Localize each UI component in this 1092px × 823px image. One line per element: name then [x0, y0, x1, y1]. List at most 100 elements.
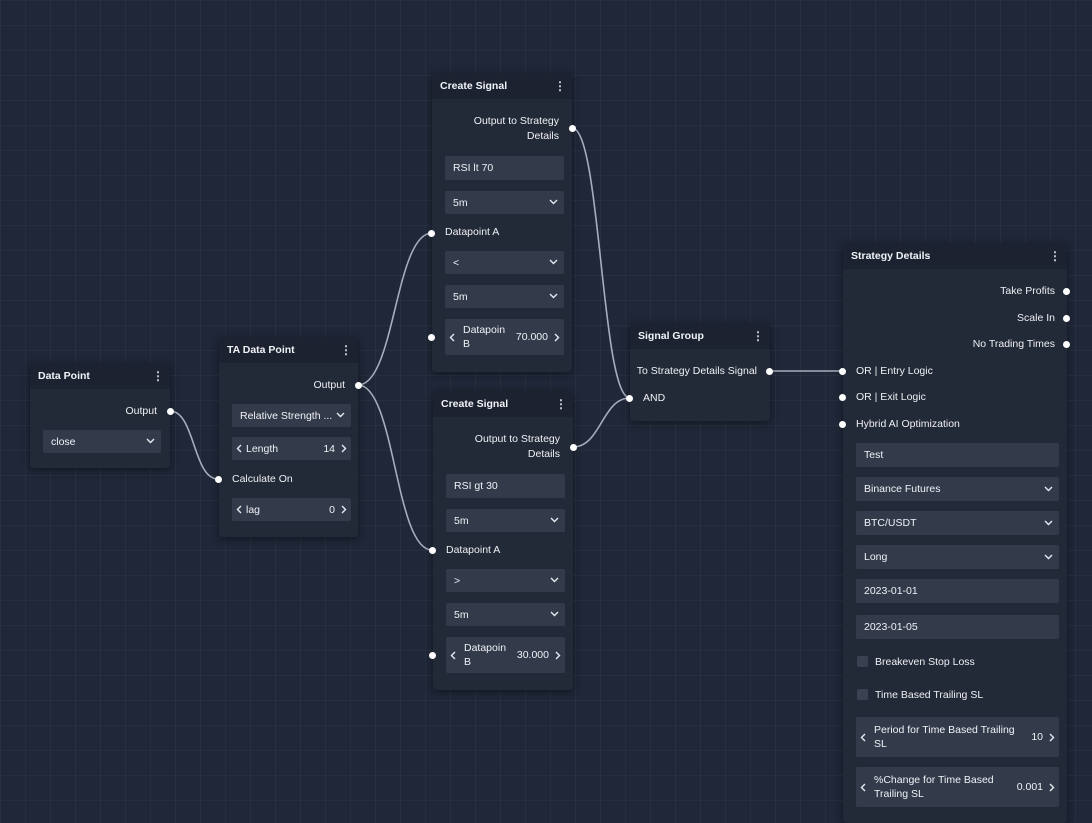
signal2-datapoint-a-port[interactable] [429, 547, 436, 554]
strategy-name-input[interactable]: Test [856, 443, 1059, 467]
datapoint-b-stepper[interactable]: Datapoin B 70.000 [445, 319, 564, 355]
change-label-line1: %Change for Time Based [874, 774, 994, 786]
output-label: Output to Strategy Details [474, 114, 559, 144]
chevron-right-icon[interactable] [551, 651, 565, 660]
signal1-datapoint-b-port[interactable] [428, 334, 435, 341]
period-stepper[interactable]: Period for Time Based Trailing SL 10 [856, 717, 1059, 757]
signal2-output-port[interactable] [570, 444, 577, 451]
wire-ta-to-signal1 [357, 232, 433, 386]
timeframe-b-value: 5m [453, 290, 468, 303]
create-signal-header[interactable]: Create Signal ⋮ [432, 73, 572, 99]
chevron-right-icon[interactable] [337, 505, 351, 514]
hybrid-ai-port[interactable] [839, 421, 846, 428]
signal2-datapoint-b-port[interactable] [429, 652, 436, 659]
change-stepper[interactable]: %Change for Time Based Trailing SL 0.001 [856, 767, 1059, 807]
wire-datapoint-to-ta [169, 410, 219, 480]
length-value[interactable]: 14 [323, 442, 335, 455]
data-point-header[interactable]: Data Point ⋮ [30, 363, 170, 389]
length-stepper[interactable]: Length 14 [232, 437, 351, 460]
signal-group-node[interactable]: Signal Group ⋮ To Strategy Details Signa… [630, 323, 770, 421]
chevron-left-icon[interactable] [446, 651, 460, 660]
source-select[interactable]: close [43, 430, 161, 453]
chevron-left-icon[interactable] [445, 333, 459, 342]
length-label: Length [246, 442, 279, 455]
take-profits-port[interactable] [1063, 288, 1070, 295]
chevron-right-icon[interactable] [337, 444, 351, 453]
lag-label: lag [246, 503, 261, 516]
signal1-datapoint-a-port[interactable] [428, 230, 435, 237]
no-trading-times-port[interactable] [1063, 341, 1070, 348]
datapoint-b-stepper[interactable]: Datapoin B 30.000 [446, 637, 565, 673]
kebab-menu-icon[interactable]: ⋮ [555, 397, 567, 411]
chevron-down-icon [550, 577, 559, 584]
lag-value[interactable]: 0 [329, 503, 335, 516]
start-date-input[interactable]: 2023-01-01 [856, 579, 1059, 603]
timeframe-select[interactable]: 5m [446, 509, 565, 532]
signal-name-value: RSI lt 70 [453, 162, 494, 174]
kebab-menu-icon[interactable]: ⋮ [340, 343, 352, 357]
chevron-left-icon[interactable] [232, 505, 246, 514]
ta-calculate-on-port[interactable] [215, 476, 222, 483]
breakeven-checkbox[interactable] [857, 656, 868, 667]
wire-signal1-to-group [571, 127, 631, 399]
timeframe-select[interactable]: 5m [445, 191, 564, 214]
node-title: Create Signal [440, 80, 508, 92]
chevron-left-icon[interactable] [232, 444, 246, 453]
ta-data-point-header[interactable]: TA Data Point ⋮ [219, 337, 358, 363]
pair-select[interactable]: BTC/USDT [856, 511, 1059, 535]
datapoint-b-value[interactable]: 30.000 [516, 649, 549, 661]
create-signal-node-1[interactable]: Create Signal ⋮ Output to Strategy Detai… [432, 73, 572, 372]
kebab-menu-icon[interactable]: ⋮ [1049, 249, 1061, 263]
period-value[interactable]: 10 [1031, 731, 1043, 743]
strategy-details-node[interactable]: Strategy Details ⋮ Take Profits Scale In… [843, 243, 1067, 823]
chevron-down-icon [550, 517, 559, 524]
timeframe-b-select[interactable]: 5m [445, 285, 564, 308]
data-point-node[interactable]: Data Point ⋮ Output close [30, 363, 170, 468]
change-value[interactable]: 0.001 [1016, 781, 1043, 793]
chevron-left-icon[interactable] [856, 733, 870, 742]
signal1-output-port[interactable] [569, 125, 576, 132]
create-signal-header[interactable]: Create Signal ⋮ [433, 391, 573, 417]
output-label: To Strategy Details Signal [636, 365, 757, 377]
ta-output-port[interactable] [355, 382, 362, 389]
exit-logic-label: OR | Exit Logic [856, 391, 926, 403]
kebab-menu-icon[interactable]: ⋮ [554, 79, 566, 93]
ta-data-point-node[interactable]: TA Data Point ⋮ Output Relative Strength… [219, 337, 358, 537]
strategy-details-header[interactable]: Strategy Details ⋮ [843, 243, 1067, 269]
chevron-down-icon [1044, 554, 1053, 561]
node-title: Data Point [38, 370, 90, 382]
signal-group-input-port[interactable] [626, 395, 633, 402]
direction-select[interactable]: Long [856, 545, 1059, 569]
exit-logic-port[interactable] [839, 394, 846, 401]
kebab-menu-icon[interactable]: ⋮ [752, 329, 764, 343]
chevron-right-icon[interactable] [1045, 783, 1059, 792]
chevron-left-icon[interactable] [856, 783, 870, 792]
chevron-right-icon[interactable] [1045, 733, 1059, 742]
entry-logic-port[interactable] [839, 368, 846, 375]
exchange-select[interactable]: Binance Futures [856, 477, 1059, 501]
kebab-menu-icon[interactable]: ⋮ [152, 369, 164, 383]
lag-stepper[interactable]: lag 0 [232, 498, 351, 521]
timeframe-b-select[interactable]: 5m [446, 603, 565, 626]
operator-select[interactable]: < [445, 251, 564, 274]
output-label: Output [313, 379, 345, 391]
signal-name-input[interactable]: RSI lt 70 [445, 156, 564, 180]
signal-group-output-port[interactable] [766, 368, 773, 375]
start-date-value: 2023-01-01 [864, 585, 918, 597]
exchange-value: Binance Futures [864, 483, 941, 495]
time-trailing-checkbox[interactable] [857, 689, 868, 700]
signal-name-input[interactable]: RSI gt 30 [446, 474, 565, 498]
chevron-right-icon[interactable] [550, 333, 564, 342]
change-label: %Change for Time Based Trailing SL [870, 773, 1017, 801]
datapoint-b-value[interactable]: 70.000 [515, 331, 548, 343]
signal-group-header[interactable]: Signal Group ⋮ [630, 323, 770, 349]
data-point-output-port[interactable] [167, 408, 174, 415]
datapoint-b-label-line2: B [464, 656, 472, 668]
operator-select[interactable]: > [446, 569, 565, 592]
indicator-select[interactable]: Relative Strength ... [232, 404, 351, 427]
period-label-line1: Period for Time Based Trailing [874, 724, 1015, 736]
scale-in-port[interactable] [1063, 315, 1070, 322]
end-date-input[interactable]: 2023-01-05 [856, 615, 1059, 639]
output-label-line1: Output to Strategy [473, 115, 559, 127]
create-signal-node-2[interactable]: Create Signal ⋮ Output to Strategy Detai… [433, 391, 573, 690]
